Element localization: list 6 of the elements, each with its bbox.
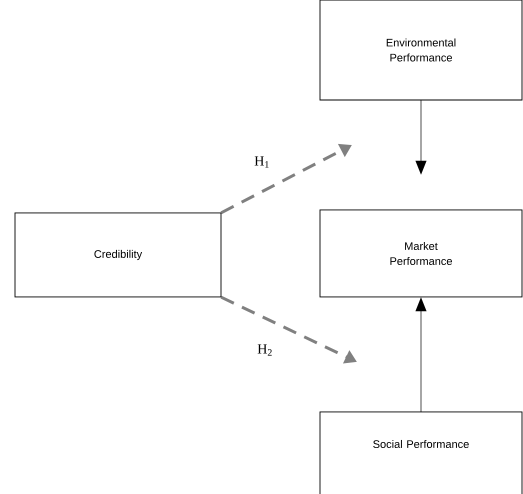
box: Market Performance [320, 210, 522, 298]
edge-label: H$_{2}$ [256, 343, 274, 357]
box: Social Performance [320, 412, 522, 494]
box: Credibility [14, 212, 222, 298]
edge-label: H$_{1}$ [253, 155, 271, 169]
box: Environmental Performance [320, 0, 522, 100]
